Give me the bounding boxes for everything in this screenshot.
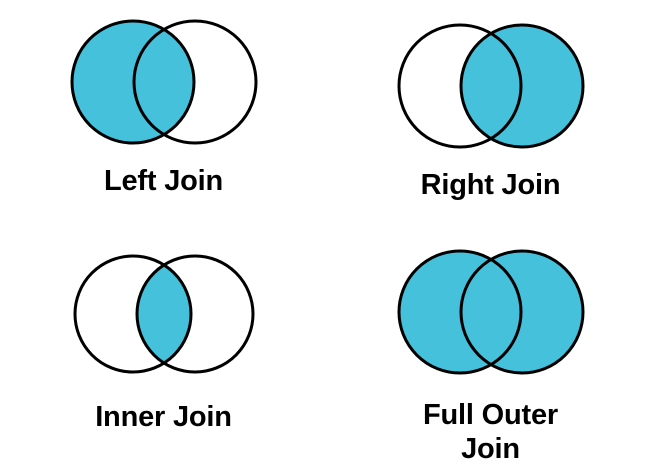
right-set-outline <box>132 19 257 145</box>
venn-cell-inner-join: Inner Join <box>0 232 327 474</box>
intersection-region <box>136 256 191 372</box>
intersection-region <box>133 21 194 143</box>
venn-figure-full-outer-join <box>386 242 596 382</box>
venn-cell-right-join: Right Join <box>327 0 654 232</box>
venn-label-inner-join: Inner Join <box>95 401 232 433</box>
intersection-region <box>460 25 521 147</box>
venn-figure-right-join <box>386 16 596 156</box>
right-set-outline <box>135 254 254 374</box>
left-set-outline <box>397 23 522 149</box>
venn-figure-inner-join <box>59 244 269 384</box>
venn-label-full-outer-join: Full Outer Join <box>423 399 558 466</box>
left-set-outline <box>73 254 192 374</box>
right-set-outline <box>459 23 584 149</box>
venn-label-left-join: Left Join <box>103 165 224 197</box>
venn-cell-full-outer-join: Full Outer Join <box>327 232 654 474</box>
venn-label-right-join: Right Join <box>420 169 561 201</box>
venn-figure-left-join <box>59 12 269 152</box>
venn-cell-left-join: Left Join <box>0 0 327 232</box>
left-set-outline <box>397 249 522 375</box>
left-set-outline <box>70 19 195 145</box>
right-set-outline <box>459 249 584 375</box>
